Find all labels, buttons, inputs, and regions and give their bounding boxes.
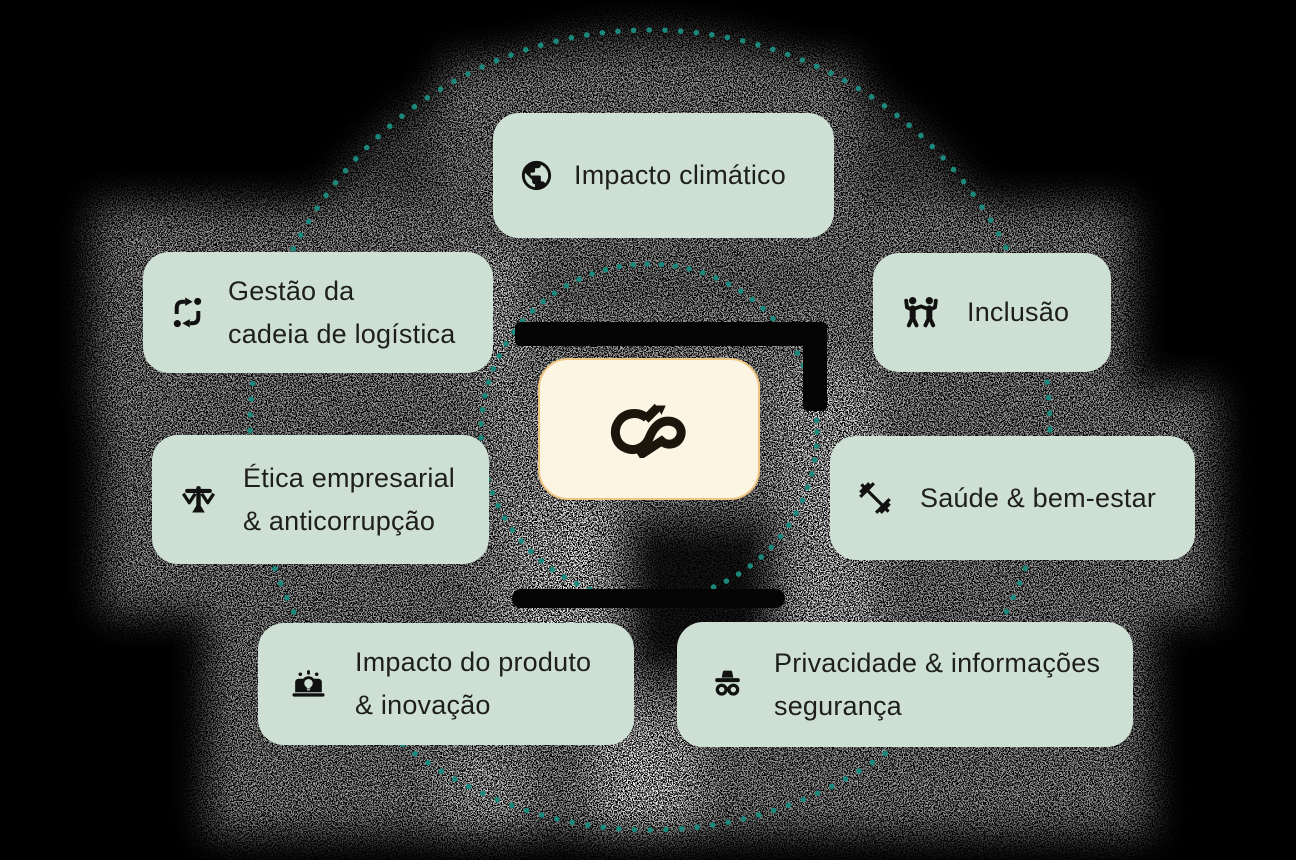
laptop-idea-icon (288, 664, 329, 705)
node-card-inclusao: Inclusão (873, 253, 1111, 372)
node-label-line: Saúde & bem-estar (920, 482, 1157, 513)
dumbbell-icon (856, 479, 894, 517)
globe-icon (519, 158, 554, 193)
node-card-produto: Impacto do produto & inovação (258, 623, 634, 745)
node-label-line: Inclusão (967, 297, 1070, 327)
balance-scale-icon (178, 479, 219, 520)
node-card-privacidade: Privacidade & informações segurança (677, 622, 1133, 747)
node-label-line: & inovação (355, 690, 491, 720)
screen-frame-bottom (512, 589, 785, 608)
screen-frame-top (515, 322, 827, 346)
screen-frame-right (803, 322, 827, 411)
cycle-arrows-icon (169, 294, 206, 331)
incognito-icon (707, 664, 748, 705)
node-card-impacto-climatico: Impacto climático (493, 113, 834, 238)
node-card-saude: Saúde & bem-estar (830, 436, 1195, 560)
node-label-line: Gestão da (228, 275, 355, 306)
inner-dotted-circle (478, 261, 820, 603)
node-card-gestao-cadeia: Gestão da cadeia de logística (143, 252, 493, 373)
node-label-line: Ética empresarial (243, 462, 455, 493)
outer-dotted-circle (247, 27, 1053, 833)
node-label-line: segurança (774, 690, 902, 721)
center-logo-card (538, 358, 760, 500)
node-label-line: Impacto do produto (355, 647, 592, 677)
node-label-line: & anticorrupção (243, 505, 436, 536)
node-label-line: Impacto climático (574, 160, 786, 190)
node-label-line: cadeia de logística (228, 318, 456, 349)
people-inclusion-icon (901, 293, 941, 333)
infinity-logo-icon (610, 403, 686, 458)
node-card-etica: Ética empresarial & anticorrupção (152, 435, 489, 564)
node-label-line: Privacidade & informações (774, 647, 1101, 678)
